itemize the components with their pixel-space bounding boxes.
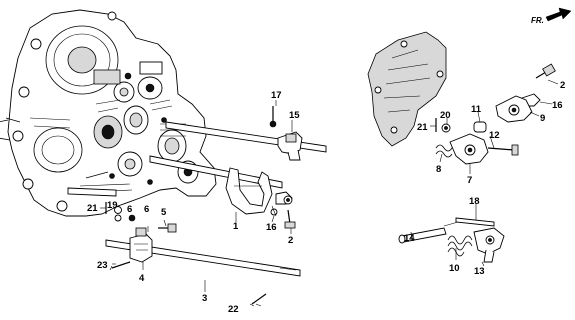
callout-11: 11	[471, 104, 482, 115]
callout-14: 14	[404, 233, 415, 244]
callout-15: 15	[289, 110, 300, 121]
callout-6-right: 6	[144, 204, 149, 215]
callout-6-left: 6	[127, 204, 132, 215]
side-cover	[367, 31, 447, 147]
callout-17: 17	[271, 90, 282, 101]
shift-shaft-middle	[149, 155, 296, 229]
callout-16-right: 16	[552, 100, 563, 111]
callout-labels: 17 15 1 16 2 5 6 6 19 21 23 4 3 22 2 16 …	[87, 80, 565, 315]
shift-arm-assembly	[435, 63, 556, 165]
small-parts-left	[105, 202, 177, 233]
shift-rod-assembly	[67, 171, 117, 197]
callout-5: 5	[161, 207, 167, 218]
callout-21-left: 21	[87, 203, 98, 214]
callout-2-right: 2	[560, 80, 565, 91]
callout-2-left: 2	[288, 235, 293, 246]
callout-20: 20	[440, 110, 451, 121]
front-direction-indicator: FR.	[531, 7, 572, 25]
leader-lines	[100, 79, 559, 307]
callout-3: 3	[202, 293, 207, 304]
callout-12: 12	[489, 130, 500, 141]
callout-23: 23	[97, 260, 108, 271]
shift-shaft-upper	[165, 106, 327, 161]
callout-4: 4	[139, 273, 145, 284]
callout-10: 10	[449, 263, 460, 274]
callout-8: 8	[436, 164, 441, 175]
callout-22: 22	[228, 304, 239, 315]
callout-21-right: 21	[417, 122, 428, 133]
coil-spring-icon	[447, 235, 473, 257]
callout-7: 7	[467, 175, 472, 186]
callout-16-left: 16	[266, 222, 277, 233]
gear-cluster	[93, 61, 199, 185]
transmission-case	[0, 9, 217, 217]
callout-13: 13	[474, 266, 485, 277]
shift-shaft-lower	[105, 227, 301, 307]
callout-18: 18	[469, 196, 480, 207]
callout-1: 1	[233, 221, 239, 232]
interlock-assembly	[398, 217, 505, 263]
front-arrow-icon	[545, 7, 572, 22]
callout-19: 19	[107, 200, 118, 211]
front-direction-label: FR.	[531, 16, 544, 25]
callout-9: 9	[540, 113, 545, 124]
